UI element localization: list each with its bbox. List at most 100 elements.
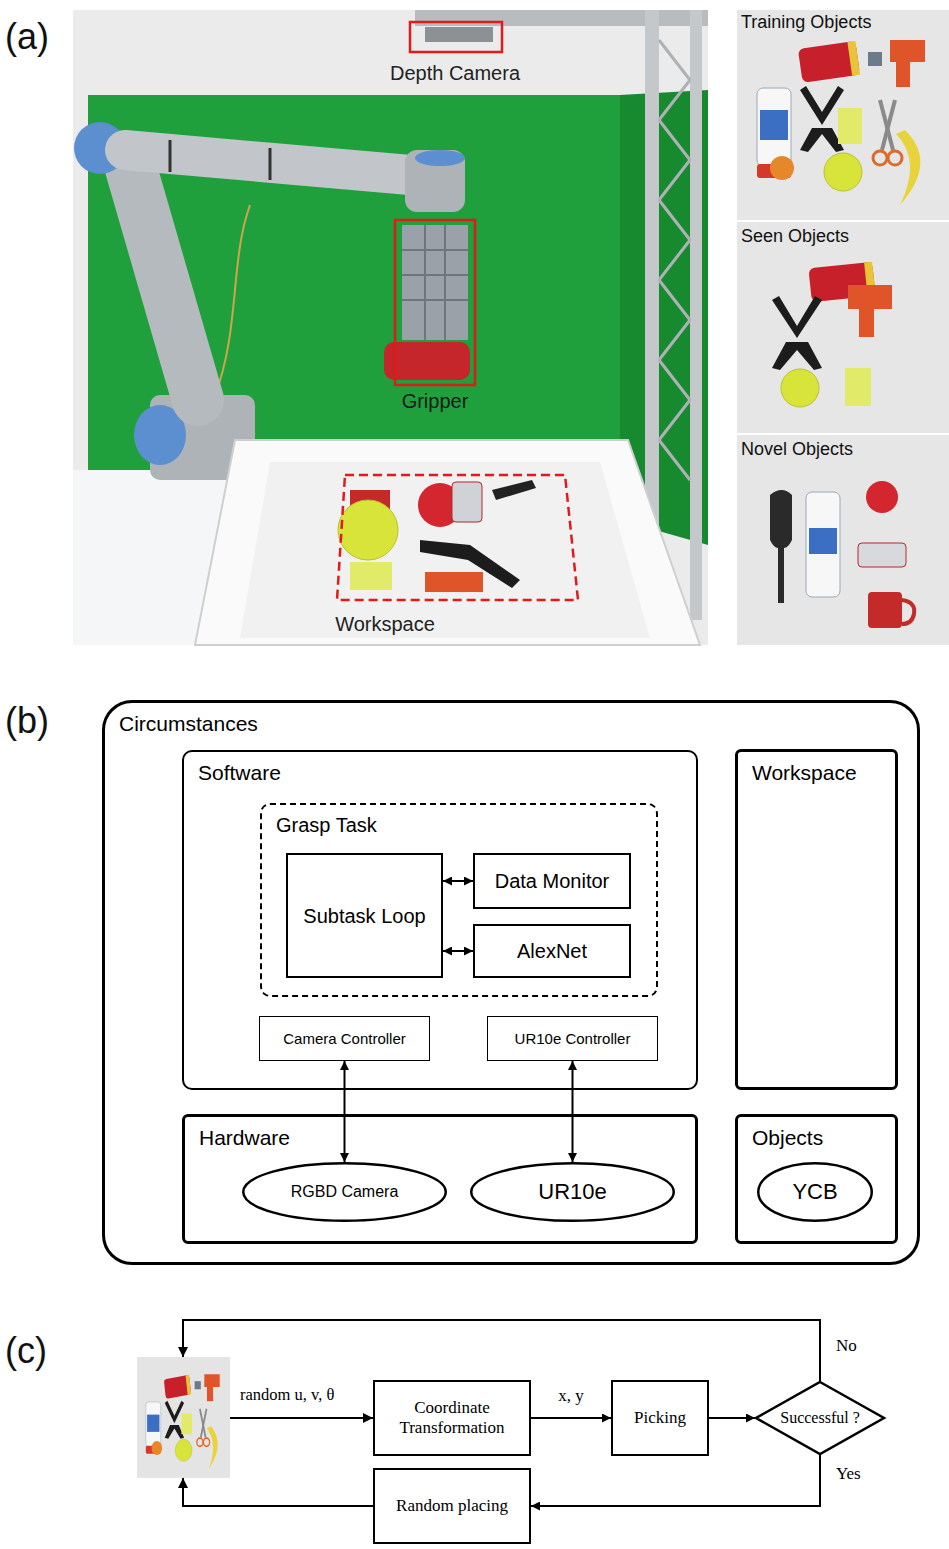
object-board [770,490,792,603]
node-text: UR10e [538,1179,606,1205]
connector-arrow [443,950,473,952]
connector-arrow [531,1455,820,1506]
object-board [737,10,949,645]
process-box: Subtask Loop [286,853,443,978]
object-board [868,592,902,628]
object-board [858,543,906,567]
node-text: UR10e Controller [515,1030,631,1048]
figure-label: No [836,1336,857,1356]
connector-arrow [443,880,473,882]
node-text: Workspace [752,760,895,785]
lab-photo [73,10,708,645]
lab-photo [395,220,475,385]
node-text: Subtask Loop [303,904,425,928]
node-text: Random placing [396,1496,508,1516]
object-board [866,481,898,513]
figure-label: Novel Objects [741,439,853,460]
lab-photo [690,10,702,620]
process-box: Random placing [373,1468,531,1544]
objects-thumbnail [137,1357,230,1478]
connector-arrow [344,1061,346,1162]
connector-arrow [531,1417,611,1419]
ellipse-shape [758,1163,872,1221]
objects-thumbnail [146,1374,220,1469]
node-text: Software [198,760,696,785]
lab-photo [410,22,502,52]
node-text: Grasp Task [276,813,656,837]
ellipse-shape [243,1163,446,1221]
flow-loop-lines [183,1320,820,1506]
lab-photo [215,205,250,395]
lab-photo [452,482,482,522]
ellipse-node: YCB [757,1162,873,1222]
object-board [806,492,840,597]
lab-photo [337,475,578,600]
lab-photo [125,150,410,175]
node-text: Objects [752,1125,895,1150]
figure-label: Workspace [335,613,435,636]
object-board [809,528,837,554]
diamond-shape [756,1382,884,1454]
object-board [848,285,892,337]
object-board [737,10,949,220]
node-text: Circumstances [119,711,917,736]
process-box: Camera Controller [259,1016,430,1061]
panel-letter: (c) [5,1330,47,1371]
lab-photo [402,225,468,340]
node-text: Picking [634,1408,686,1428]
figure-label: Seen Objects [741,226,849,247]
lab-photo [130,165,198,400]
node-text: Hardware [199,1125,695,1150]
node-text: Coordinate Transformation [383,1398,521,1439]
decision-diamond: Successful ? [755,1381,885,1455]
figure-label: random u, v, θ [240,1386,334,1405]
process-box: Picking [611,1380,709,1456]
panel-letter: (b) [5,700,49,741]
node-text: YCB [792,1179,837,1205]
group-box: Grasp TaskSubtask Loop Data MonitorAlexNe… [260,803,658,997]
figure-label: Gripper [402,390,469,413]
figure-label: Training Objects [741,12,871,33]
process-box: Data Monitor [473,853,631,909]
lab-photo [425,27,493,42]
object-board [781,369,819,407]
flow-loop-lines [230,1417,373,1419]
connector-arrow [709,1417,755,1419]
lab-photo [73,10,708,645]
object-board [845,368,871,406]
ellipse-shape [471,1163,674,1221]
lab-photo [402,225,468,340]
lab-photo [659,40,690,480]
node-text: Data Monitor [495,869,610,893]
object-board [737,435,949,645]
node-text: RGBD Camera [291,1182,399,1201]
lab-photo [269,148,272,180]
lab-photo [425,572,483,592]
object-board [902,600,914,624]
object-board [772,296,822,370]
node-text: Camera Controller [283,1030,406,1048]
lab-photo [415,10,708,26]
process-box: AlexNet [473,924,631,978]
lab-photo [338,500,398,560]
connector-arrow [572,1061,574,1162]
lab-photo [384,342,470,380]
lab-photo [195,440,700,645]
lab-photo [350,562,392,590]
object-board [757,40,925,205]
group-box: Workspace [735,749,898,1090]
objects-thumbnail [137,1357,230,1478]
process-box: UR10e Controller [487,1016,658,1061]
group-box: SoftwareGrasp TaskSubtask Loop Data Monit… [182,750,698,1090]
flow-loop-lines [183,1478,373,1506]
node-text: AlexNet [517,939,587,963]
lab-photo [169,140,172,172]
flow-loop-lines [183,1320,820,1381]
edge-label: Yes [836,1464,861,1484]
node-text: Successful ? [780,1408,860,1427]
group-box: ObjectsYCB [735,1114,898,1244]
container-box: CircumstancesSoftwareGrasp TaskSubtask L… [102,700,920,1265]
lab-photo [492,480,536,500]
